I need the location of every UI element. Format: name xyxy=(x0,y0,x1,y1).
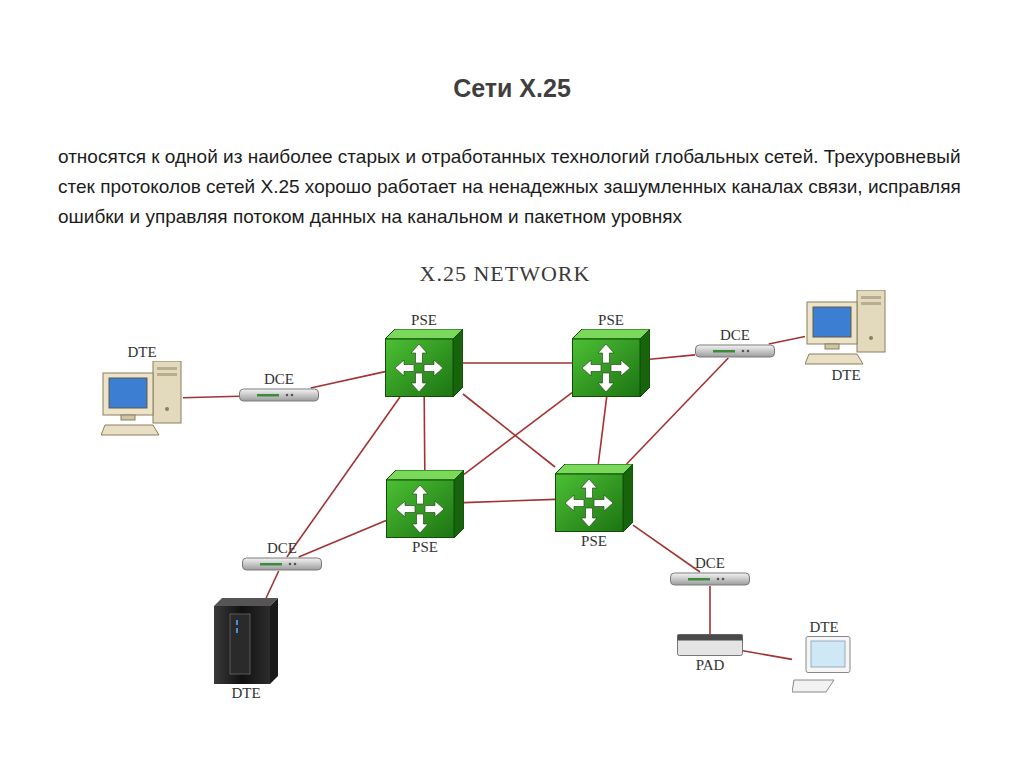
dce-shape xyxy=(242,557,322,571)
network-label: X.25 NETWORK xyxy=(280,262,730,286)
pse-node: PSE xyxy=(555,464,633,550)
computer-icon xyxy=(805,290,887,366)
pad-node: PAD xyxy=(677,634,743,674)
term-shape xyxy=(792,636,856,694)
pad-device-icon xyxy=(677,634,743,656)
pse-node: PSE xyxy=(386,470,464,556)
dce-modem-icon xyxy=(242,557,322,571)
link-line xyxy=(598,397,606,464)
link-line xyxy=(463,394,555,467)
dce-shape xyxy=(239,388,319,402)
link-line xyxy=(299,520,386,557)
pse-node: PSE xyxy=(385,311,463,397)
device-label: DTE xyxy=(809,619,838,635)
dce-node: DCE xyxy=(239,370,319,402)
term-node: DTE xyxy=(792,618,856,694)
link-line xyxy=(287,397,400,557)
device-label: DCE xyxy=(695,555,725,571)
pse-switch-icon xyxy=(386,470,464,538)
dce-shape xyxy=(670,572,750,586)
device-label: DTE xyxy=(831,367,860,383)
pc-shape xyxy=(805,290,887,366)
dce-modem-icon xyxy=(670,572,750,586)
pc-shape xyxy=(101,361,183,437)
terminal-icon xyxy=(792,636,856,694)
pse-shape xyxy=(386,470,464,538)
device-label: PSE xyxy=(598,312,624,328)
device-label: DTE xyxy=(231,685,260,701)
pse-switch-icon xyxy=(555,464,633,532)
device-label: PSE xyxy=(412,539,438,555)
device-label: PSE xyxy=(581,533,607,549)
computer-icon xyxy=(101,361,183,437)
link-line xyxy=(464,499,555,502)
cloud-outline xyxy=(280,286,730,556)
dce-node: DCE xyxy=(695,326,775,358)
dce-node: DCE xyxy=(670,554,750,586)
device-label: DCE xyxy=(264,371,294,387)
link-line xyxy=(464,393,572,475)
dce-modem-icon xyxy=(695,344,775,358)
server-icon xyxy=(208,598,284,684)
dce-modem-icon xyxy=(239,388,319,402)
pse-shape xyxy=(385,329,463,397)
link-line xyxy=(633,525,700,572)
dce-shape xyxy=(695,344,775,358)
link-line xyxy=(463,362,572,364)
dce-node: DCE xyxy=(242,539,322,571)
slide-title: Сети X.25 xyxy=(0,74,1024,103)
pc-node: DTE xyxy=(101,343,183,437)
pse-shape xyxy=(555,464,633,532)
pse-switch-icon xyxy=(385,329,463,397)
pse-switch-icon xyxy=(572,329,650,397)
server-node: DTE xyxy=(208,598,284,702)
device-label: DCE xyxy=(720,327,750,343)
server-shape xyxy=(208,598,284,684)
link-line xyxy=(266,571,279,598)
pse-node: PSE xyxy=(572,311,650,397)
pc-node: DTE xyxy=(805,290,887,384)
link-line xyxy=(311,372,385,388)
link-line xyxy=(769,337,805,345)
link-line xyxy=(650,355,695,359)
link-line xyxy=(743,651,792,660)
pse-shape xyxy=(572,329,650,397)
device-label: PAD xyxy=(696,657,725,673)
network-cloud: X.25 NETWORK PSE PSE PSE PSE xyxy=(280,262,730,556)
link-line xyxy=(709,586,711,634)
device-label: DCE xyxy=(267,540,297,556)
pad-shape xyxy=(677,634,743,656)
device-label: PSE xyxy=(411,312,437,328)
link-line xyxy=(423,397,425,470)
link-line xyxy=(183,396,239,398)
description-text: относятся к одной из наиболее старых и о… xyxy=(58,142,993,232)
device-label: DTE xyxy=(127,344,156,360)
